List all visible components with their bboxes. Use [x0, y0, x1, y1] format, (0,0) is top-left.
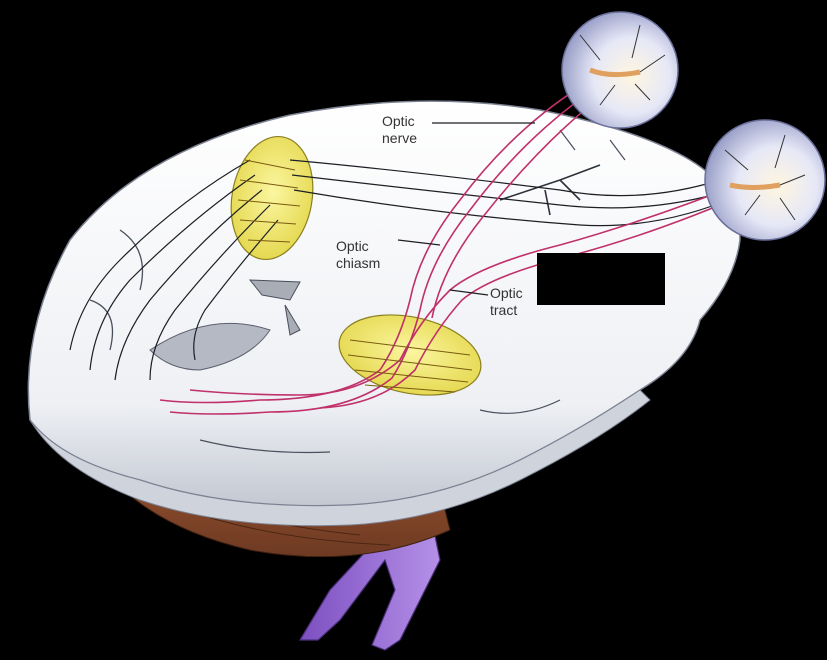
- optic-nerve-label-line1: Optic: [382, 113, 417, 130]
- optic-tract-label: Optic tract: [490, 285, 523, 319]
- optic-chiasm-label: Optic chiasm: [336, 238, 380, 272]
- redaction-block: [537, 253, 665, 305]
- eyeball-upper: [562, 12, 678, 128]
- optic-nerve-label: Optic nerve: [382, 113, 417, 147]
- optic-tract-label-line1: Optic: [490, 285, 523, 302]
- brain-slice: [28, 101, 740, 526]
- optic-chiasm-label-line2: chiasm: [336, 255, 380, 272]
- optic-chiasm-label-line1: Optic: [336, 238, 380, 255]
- eyeball-lower: [705, 120, 825, 240]
- optic-tract-label-line2: tract: [490, 302, 523, 319]
- optic-nerve-label-line2: nerve: [382, 130, 417, 147]
